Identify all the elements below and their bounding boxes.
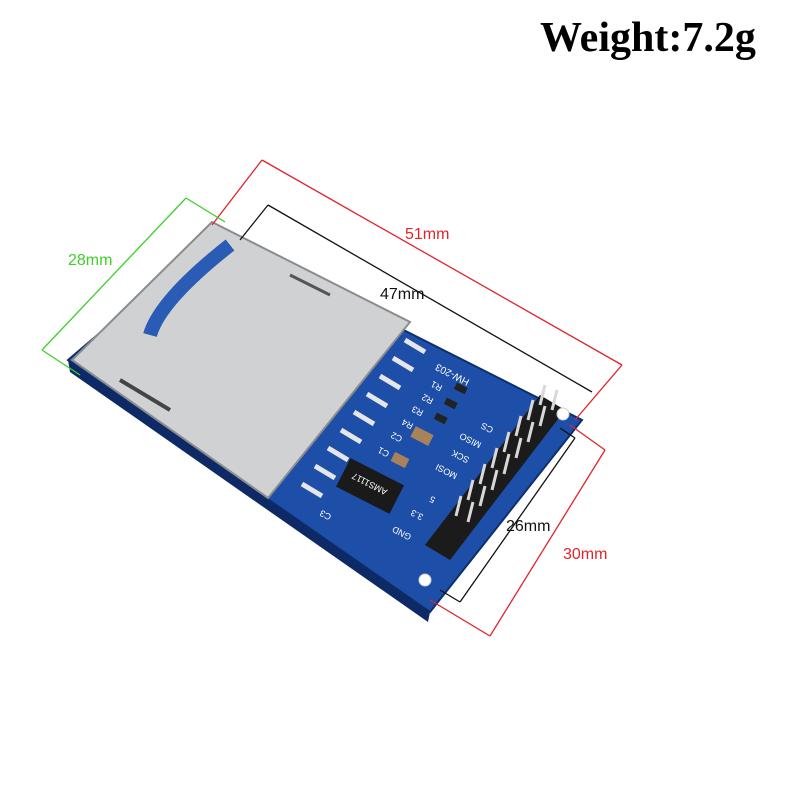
- sd-card-slot: [70, 220, 412, 500]
- label-c2: C2: [389, 430, 404, 444]
- mounting-hole: [418, 573, 432, 587]
- label-r2: R2: [420, 392, 435, 406]
- resistors: [433, 382, 468, 425]
- dimension-51mm: [211, 159, 623, 421]
- card-contacts: [300, 337, 427, 499]
- label-r3: R3: [410, 404, 425, 418]
- dimension-label-28mm: 28mm: [68, 252, 113, 269]
- header-pins: [454, 384, 559, 523]
- dimension-26mm: [439, 427, 576, 603]
- label-r1: R1: [429, 379, 444, 393]
- capacitor: [390, 451, 410, 469]
- dimension-label-51mm: 51mm: [405, 226, 450, 243]
- dimension-28mm: [41, 197, 226, 376]
- dimension-47mm: [239, 204, 593, 393]
- regulator-ic: [336, 458, 404, 514]
- dimension-label-47mm: 47mm: [380, 286, 425, 303]
- mounting-hole: [556, 407, 570, 421]
- pcb-edge: [68, 360, 430, 622]
- capacitor: [410, 426, 434, 446]
- dimension-30mm: [429, 424, 606, 637]
- label-5v: 5: [428, 494, 437, 505]
- label-c1: C1: [376, 445, 391, 459]
- dimension-label-26mm: 26mm: [506, 518, 551, 535]
- weight-label: Weight:7.2g: [540, 15, 756, 61]
- label-c3: C3: [318, 508, 333, 522]
- label-r4: R4: [400, 417, 415, 431]
- dimension-label-30mm: 30mm: [563, 546, 608, 563]
